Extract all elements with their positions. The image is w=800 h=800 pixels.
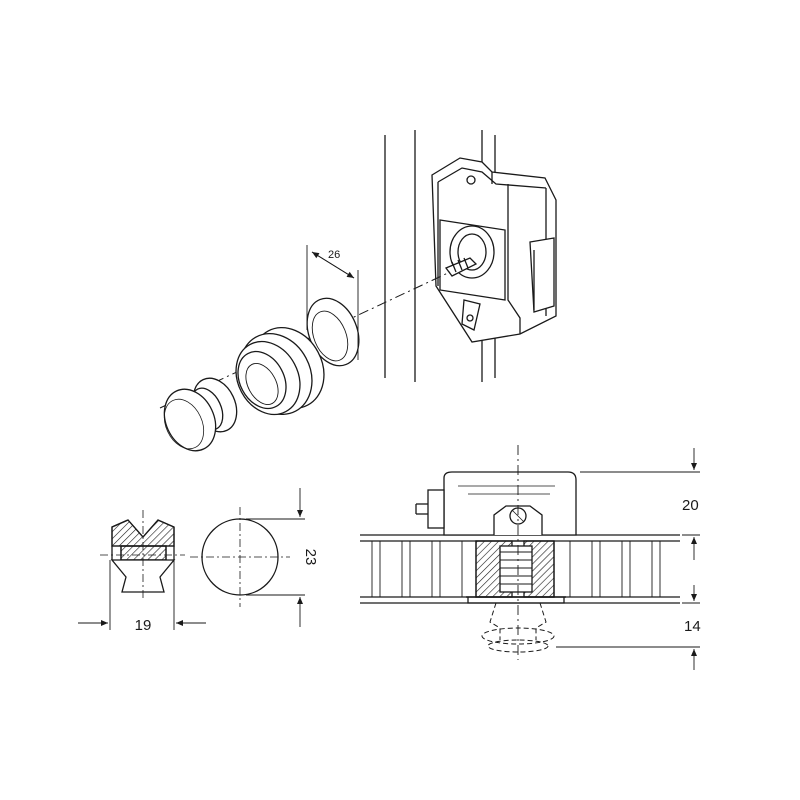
knob-face-view <box>190 507 290 607</box>
escutcheon-ring <box>235 326 325 416</box>
threaded-insert <box>466 540 566 604</box>
assembly-section-view <box>360 445 680 660</box>
knob-height-label: 23 <box>302 549 319 566</box>
housing-height-dimension <box>580 448 700 560</box>
housing-height-label: 20 <box>682 497 699 514</box>
recess-disc <box>306 297 360 367</box>
knob-height-dimension <box>246 488 305 627</box>
lock-housing <box>431 157 557 343</box>
knob-section-view <box>100 510 185 600</box>
recess-diameter-label: 26 <box>328 249 340 261</box>
panel-thickness-dimension <box>556 585 700 670</box>
knob <box>163 377 238 452</box>
knob-width-label: 19 <box>135 617 152 634</box>
housing-body <box>415 471 577 536</box>
exploded-view <box>159 130 557 452</box>
panel-thickness-label: 14 <box>684 618 701 635</box>
recess-diameter-dimension <box>306 245 359 360</box>
knob-width-dimension <box>78 560 206 630</box>
